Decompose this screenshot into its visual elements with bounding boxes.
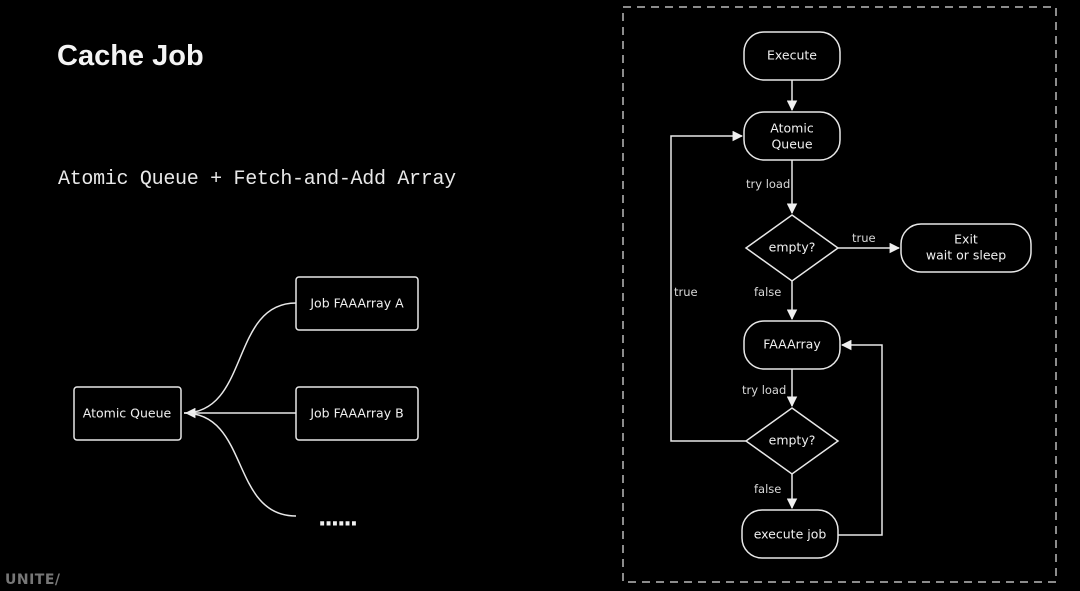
slide-subtitle: Atomic Queue + Fetch-and-Add Array xyxy=(58,168,456,191)
atomic-queue-flow-label-1: Atomic xyxy=(770,121,814,136)
decision-1-label: empty? xyxy=(769,240,816,255)
edge-decision2-true-loop xyxy=(670,130,746,442)
exit-node xyxy=(900,223,1032,273)
execute-job-node xyxy=(741,509,839,559)
left-diagram: Atomic Queue Job FAAArray A Job FAAArray… xyxy=(73,276,419,537)
job-faaarray-b-label: Job FAAArray B xyxy=(309,406,403,421)
atomic-queue-flow-label-2: Queue xyxy=(771,137,812,152)
edge-a-to-queue xyxy=(183,302,297,414)
job-faaarray-a-label: Job FAAArray A xyxy=(309,296,404,311)
edge-label-false-1: false xyxy=(754,285,781,299)
edge-label-try-load-2: try load xyxy=(742,383,786,397)
execute-label: Execute xyxy=(767,48,817,63)
edge-label-false-2: false xyxy=(754,482,781,496)
edge-label-true-loop: true xyxy=(674,285,698,299)
decision-2-label: empty? xyxy=(769,433,816,448)
flowchart: Execute Atomic Queue empty? Exit wait or… xyxy=(622,6,1057,583)
atomic-queue-node xyxy=(73,386,182,441)
faaarray-label: FAAArray xyxy=(763,337,821,352)
exit-label-1: Exit xyxy=(954,232,978,247)
flowchart-border xyxy=(622,6,1057,583)
execute-job-label: execute job xyxy=(754,527,827,542)
slide-title: Cache Job xyxy=(57,40,204,72)
edge-more-to-queue xyxy=(183,412,297,517)
unite-logo: UNITE/ xyxy=(5,572,61,588)
edge-label-true-1: true xyxy=(852,231,876,245)
more-indicator: ······ xyxy=(318,512,357,537)
edge-label-try-load-1: try load xyxy=(746,177,790,191)
exit-label-2: wait or sleep xyxy=(926,248,1006,263)
atomic-queue-label: Atomic Queue xyxy=(83,406,172,421)
edge-executejob-loop xyxy=(838,339,883,536)
